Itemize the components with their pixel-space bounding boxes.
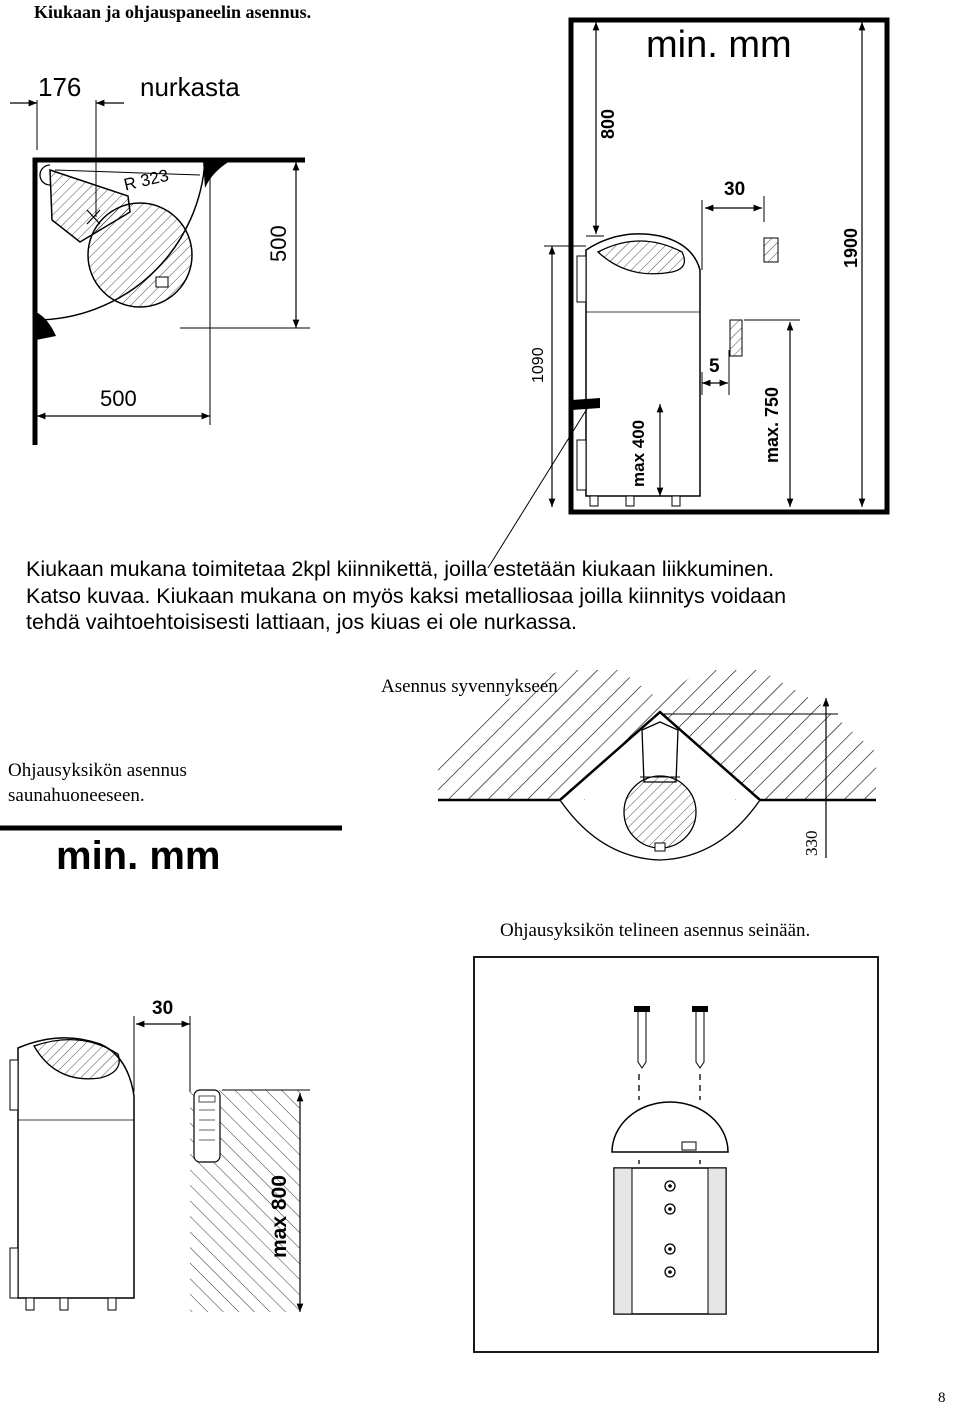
dim-500-horizontal-label: 500 — [100, 386, 137, 411]
dim-max-400-label: max 400 — [629, 419, 648, 487]
dim-max-750-label: max. 750 — [762, 386, 782, 463]
dim-30-bottom-label: 30 — [152, 998, 174, 1019]
dim-5-label: 5 — [709, 356, 720, 377]
dim-500-vertical-label: 500 — [266, 225, 291, 262]
dim-1090-label: 1090 — [530, 347, 547, 383]
note-line-2: Katso kuvaa. Kiukaan mukana on myös kaks… — [26, 583, 787, 608]
dim-800-label: 800 — [598, 108, 618, 139]
heater-elevation-view — [487, 17, 890, 569]
control-panel-device — [193, 1089, 221, 1163]
dim-330-label: 330 — [802, 830, 821, 857]
control-unit-elevation — [0, 825, 342, 1312]
dim-30-top-label: 30 — [724, 179, 746, 200]
nurkasta-label: nurkasta — [140, 72, 240, 102]
installation-note: Kiukaan mukana toimitetaa 2kpl kiinniket… — [26, 556, 946, 636]
recess-plan-view — [438, 670, 876, 861]
page-number: 8 — [938, 1390, 946, 1406]
bracket-caption: Ohjausyksikön telineen asennus seinään. — [500, 920, 811, 941]
bracket-mounting-view — [473, 956, 879, 1353]
corner-plan-view — [10, 99, 310, 445]
recess-caption: Asennus syvennykseen — [381, 676, 558, 697]
note-line-1: Kiukaan mukana toimitetaa 2kpl kiinniket… — [26, 557, 775, 581]
note-line-3: tehdä vaihtoehtoisisesti lattiaan, jos k… — [26, 610, 577, 634]
dim-1900-label: 1900 — [841, 227, 861, 268]
dim-176-label: 176 — [38, 72, 82, 102]
control-unit-caption-line-2: saunahuoneeseen. — [8, 785, 145, 806]
page-title: Kiukaan ja ohjauspaneelin asennus. — [34, 2, 312, 22]
control-unit-caption-line-1: Ohjausyksikön asennus — [8, 760, 187, 781]
min-mm-heading-top: min. mm — [646, 24, 792, 66]
min-mm-heading-bottom: min. mm — [56, 834, 221, 878]
dim-max-800-label: max 800 — [268, 1175, 291, 1258]
